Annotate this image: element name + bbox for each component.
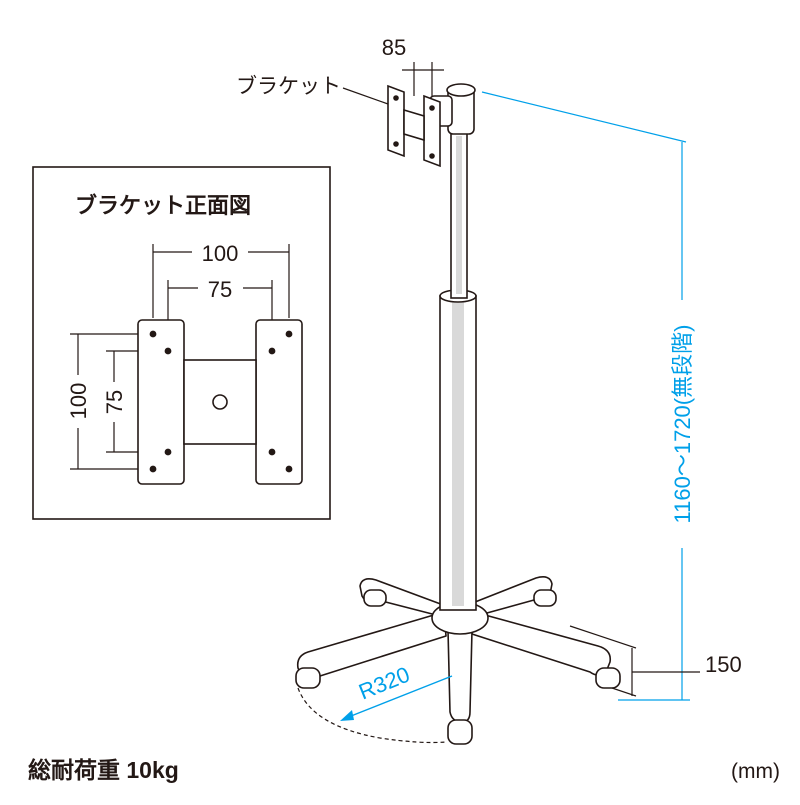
height-dimension [481,91,690,701]
bracket-front-view-title: ブラケット正面図 [75,193,251,218]
dim-base-150 [569,625,700,697]
bracket-callout-label: ブラケット [236,75,341,98]
caster-front-right [595,667,621,689]
caster-back-right [533,589,557,607]
casters [295,589,621,745]
dim-bracket-85 [402,62,444,96]
radius-arrow-line [345,675,453,719]
height-range-label: 1160～1720(無段階) [670,325,695,524]
load-capacity-label: 総耐荷重 10kg [28,757,179,783]
dim-front-100-horizontal: 100 [202,241,239,266]
caster-back-left [363,589,387,607]
dim-front-75-vertical: 75 [102,390,127,414]
caster-front-left [295,667,321,689]
dim-front-75-horizontal: 75 [208,277,232,302]
dim-front-100-vertical: 100 [66,383,91,420]
dim-bracket-top: 85 [382,35,406,60]
radius-label: R320 [355,662,413,705]
radius-arrowhead [340,710,354,721]
stand-base [296,576,612,723]
bracket-front-view-panel: ブラケット正面図 100 75 100 75 [32,166,331,520]
stand-illustration [295,83,621,745]
bracket-callout-leader [342,87,389,105]
caster-front [447,719,473,745]
radius-arc [297,687,447,744]
dim-base-height: 150 [705,652,742,677]
bracket-plate-front [137,319,303,485]
bracket-assembly [387,83,476,168]
unit-label: (mm) [731,760,780,783]
